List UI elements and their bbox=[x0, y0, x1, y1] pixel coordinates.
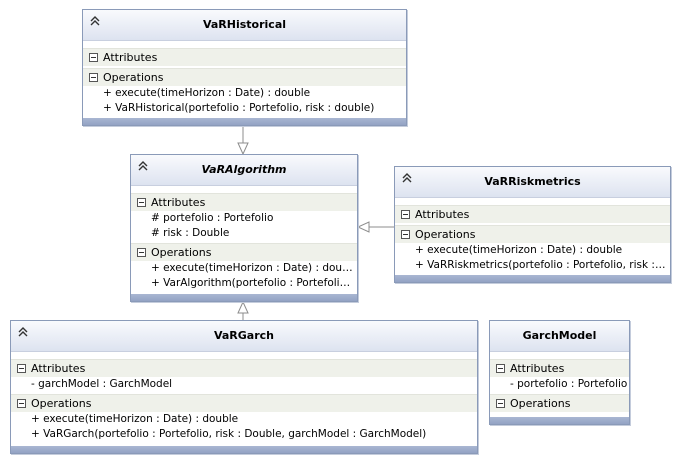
class-header[interactable]: VaRGarch bbox=[11, 321, 477, 352]
double-chevron-up-icon[interactable] bbox=[137, 160, 149, 172]
class-var-historical[interactable]: VaRHistorical Attributes Operations + ex… bbox=[82, 9, 407, 126]
operation-item[interactable]: + VarAlgorithm(portefolio : Portefolio, … bbox=[151, 277, 357, 289]
attribute-item[interactable]: - garchModel : GarchModel bbox=[31, 378, 173, 390]
class-var-algorithm[interactable]: VaRAlgorithm Attributes # portefolio : P… bbox=[130, 154, 358, 302]
class-header[interactable]: VaRHistorical bbox=[83, 10, 406, 41]
attributes-compartment-header[interactable]: Attributes bbox=[83, 48, 406, 66]
operation-item[interactable]: + execute(timeHorizon : Date) : double bbox=[31, 413, 239, 425]
class-footer bbox=[395, 275, 670, 282]
operations-compartment-header[interactable]: Operations bbox=[490, 394, 629, 412]
operation-item[interactable]: + VaRGarch(portefolio : Portefolio, risk… bbox=[31, 428, 427, 440]
class-footer bbox=[131, 294, 357, 301]
class-footer bbox=[11, 446, 477, 453]
compartment-label: Operations bbox=[31, 397, 92, 410]
class-var-riskmetrics[interactable]: VaRRiskmetrics Attributes Operations + e… bbox=[394, 166, 671, 283]
class-footer bbox=[83, 118, 406, 125]
compartment-label: Operations bbox=[415, 228, 476, 241]
compartment-label: Attributes bbox=[31, 362, 86, 375]
attribute-item[interactable]: - portefolio : Portefolio bbox=[510, 378, 628, 390]
operations-compartment-header[interactable]: Operations bbox=[11, 394, 477, 412]
generalization-arrowhead-riskmetrics bbox=[356, 221, 370, 233]
attributes-compartment-header[interactable]: Attributes bbox=[490, 359, 629, 377]
class-var-garch[interactable]: VaRGarch Attributes - garchModel : Garch… bbox=[10, 320, 478, 454]
attributes-compartment-header[interactable]: Attributes bbox=[131, 193, 357, 211]
minus-box-icon[interactable] bbox=[401, 230, 410, 239]
generalization-arrowhead-garch bbox=[237, 300, 249, 314]
compartment-label: Attributes bbox=[510, 362, 565, 375]
operation-item[interactable]: + execute(timeHorizon : Date) : double bbox=[151, 262, 357, 274]
compartment-label: Operations bbox=[510, 397, 571, 410]
generalization-arrowhead-historical bbox=[237, 142, 249, 156]
operations-compartment-header[interactable]: Operations bbox=[83, 68, 406, 86]
class-header[interactable]: VaRRiskmetrics bbox=[395, 167, 670, 198]
class-name: GarchModel bbox=[522, 329, 597, 342]
minus-box-icon[interactable] bbox=[401, 210, 410, 219]
minus-box-icon[interactable] bbox=[496, 399, 505, 408]
attribute-item[interactable]: # portefolio : Portefolio bbox=[151, 212, 274, 224]
operation-item[interactable]: + execute(timeHorizon : Date) : double bbox=[415, 244, 623, 256]
class-garch-model[interactable]: GarchModel Attributes - portefolio : Por… bbox=[489, 320, 630, 425]
attributes-compartment: Attributes # portefolio : Portefolio # r… bbox=[131, 193, 357, 241]
compartment-label: Attributes bbox=[415, 208, 470, 221]
operation-item[interactable]: + execute(timeHorizon : Date) : double bbox=[103, 87, 311, 99]
class-name: VaRHistorical bbox=[202, 18, 287, 31]
operations-compartment: Operations + execute(timeHorizon : Date)… bbox=[11, 394, 477, 442]
attributes-compartment-header[interactable]: Attributes bbox=[11, 359, 477, 377]
operations-compartment: Operations + execute(timeHorizon : Date)… bbox=[83, 68, 406, 116]
class-name: VaRRiskmetrics bbox=[484, 175, 581, 188]
operations-compartment: Operations + execute(timeHorizon : Date)… bbox=[395, 225, 670, 273]
double-chevron-up-icon[interactable] bbox=[401, 172, 413, 184]
double-chevron-up-icon[interactable] bbox=[89, 15, 101, 27]
operations-compartment-header[interactable]: Operations bbox=[131, 243, 357, 261]
attributes-compartment: Attributes bbox=[83, 48, 406, 66]
attributes-compartment: Attributes bbox=[395, 205, 670, 223]
attributes-compartment-header[interactable]: Attributes bbox=[395, 205, 670, 223]
class-footer bbox=[490, 417, 629, 424]
attributes-compartment: Attributes - portefolio : Portefolio bbox=[490, 359, 629, 392]
class-header[interactable]: VaRAlgorithm bbox=[131, 155, 357, 186]
minus-box-icon[interactable] bbox=[17, 364, 26, 373]
double-chevron-up-icon[interactable] bbox=[17, 326, 29, 338]
operations-compartment: Operations + execute(timeHorizon : Date)… bbox=[131, 243, 357, 291]
operations-compartment: Operations bbox=[490, 394, 629, 412]
minus-box-icon[interactable] bbox=[496, 364, 505, 373]
operation-item[interactable]: + VaRRiskmetrics(portefolio : Portefolio… bbox=[415, 259, 670, 271]
compartment-label: Attributes bbox=[151, 196, 206, 209]
class-name: VaRAlgorithm bbox=[201, 163, 287, 176]
attributes-compartment: Attributes - garchModel : GarchModel bbox=[11, 359, 477, 392]
minus-box-icon[interactable] bbox=[89, 53, 98, 62]
class-name: VaRGarch bbox=[213, 329, 275, 342]
minus-box-icon[interactable] bbox=[137, 198, 146, 207]
compartment-label: Attributes bbox=[103, 51, 158, 64]
minus-box-icon[interactable] bbox=[137, 248, 146, 257]
attribute-item[interactable]: # risk : Double bbox=[151, 227, 230, 239]
operation-item[interactable]: + VaRHistorical(portefolio : Portefolio,… bbox=[103, 102, 375, 114]
operations-compartment-header[interactable]: Operations bbox=[395, 225, 670, 243]
minus-box-icon[interactable] bbox=[89, 73, 98, 82]
compartment-label: Operations bbox=[103, 71, 164, 84]
compartment-label: Operations bbox=[151, 246, 212, 259]
class-header[interactable]: GarchModel bbox=[490, 321, 629, 352]
minus-box-icon[interactable] bbox=[17, 399, 26, 408]
